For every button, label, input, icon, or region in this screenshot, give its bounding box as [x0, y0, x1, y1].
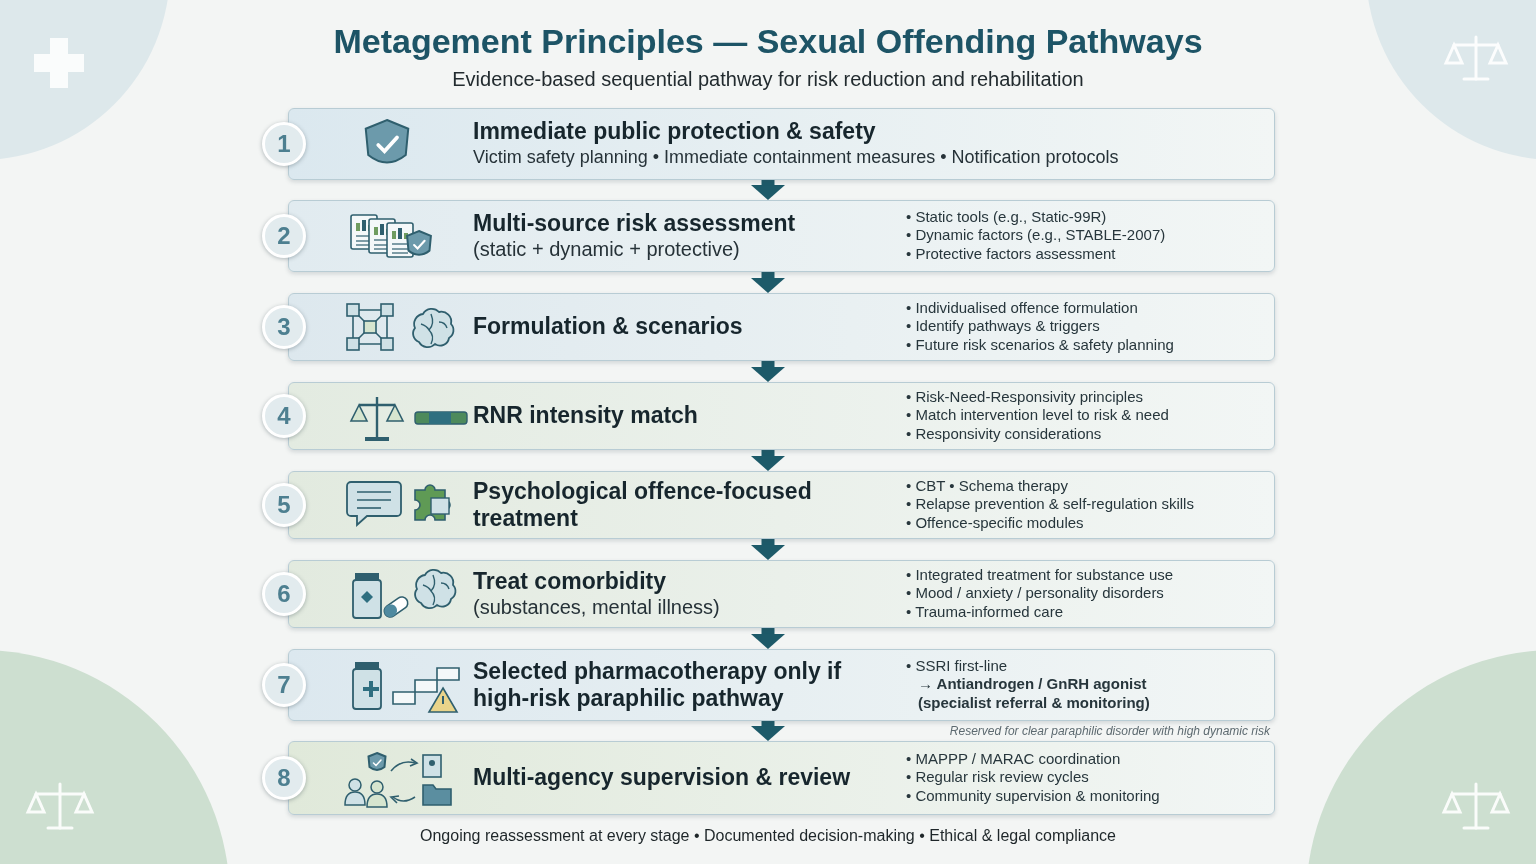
step-number-circle: 7 — [262, 663, 306, 707]
step-number-circle: 2 — [262, 214, 306, 258]
bullet-item: • Regular risk review cycles — [906, 768, 1160, 787]
callout-number: 1 — [277, 130, 290, 158]
flow-arrow — [762, 271, 775, 278]
stage-icon — [319, 650, 469, 722]
stage-band: Formulation & scenarios • Individualised … — [288, 293, 1275, 361]
flow-arrow — [762, 627, 775, 634]
stage-heading: Multi-source risk assessment — [473, 210, 892, 237]
stage-note: Reserved for clear paraphilic disorder w… — [950, 724, 1270, 738]
bullet-item: • Responsivity considerations — [906, 425, 1169, 444]
stage-heading: Formulation & scenarios — [473, 313, 892, 340]
stage-icon — [319, 201, 469, 273]
stage-heading: Treat comorbidity — [473, 568, 892, 595]
bullet-item: • Relapse prevention & self-regulation s… — [906, 495, 1194, 514]
bullet-item: • Match intervention level to risk & nee… — [906, 406, 1169, 425]
caption: Ongoing reassessment at every stage • Do… — [0, 827, 1536, 845]
callout-number: 5 — [277, 491, 290, 519]
bullet-item: • Identify pathways & triggers — [906, 317, 1174, 336]
bullet-item: (specialist referral & monitoring) — [906, 694, 1150, 713]
stage-icon — [319, 383, 469, 451]
stage-heading: Psychological offence-focused treatment — [473, 478, 892, 532]
stage-icon — [319, 109, 469, 181]
step-number-circle: 3 — [262, 305, 306, 349]
bullet-item: • Mood / anxiety / personality disorders — [906, 584, 1173, 603]
stage-icon — [319, 294, 469, 362]
stage-subheading: (static + dynamic + protective) — [473, 237, 892, 262]
stage-heading: Immediate public protection & safety — [473, 118, 1256, 145]
stage-band: Multi-agency supervision & review • MAPPP… — [288, 741, 1275, 815]
bullet-item: • Protective factors assessment — [906, 245, 1165, 264]
bullet-item: • SSRI first-line — [906, 657, 1150, 676]
bullet-item: • Community supervision & monitoring — [906, 787, 1160, 806]
stage-subheading: (substances, mental illness) — [473, 595, 892, 620]
bullet-item: • CBT • Schema therapy — [906, 477, 1194, 496]
stage-heading: RNR intensity match — [473, 402, 892, 429]
callout-number: 2 — [277, 222, 290, 250]
bullet-item: • Future risk scenarios & safety plannin… — [906, 336, 1174, 355]
step-number-circle: 4 — [262, 394, 306, 438]
callout-number: 4 — [277, 402, 290, 430]
flow-arrow — [762, 449, 775, 456]
callout-number: 7 — [277, 671, 290, 699]
callout-number: 3 — [277, 313, 290, 341]
bullet-item: • Offence-specific modules — [906, 514, 1194, 533]
stage-heading: Multi-agency supervision & review — [473, 764, 892, 791]
step-number-circle: 8 — [262, 756, 306, 800]
stage-band: Selected pharmacotherapy only if high-ri… — [288, 649, 1275, 721]
stage-band: Treat comorbidity(substances, mental ill… — [288, 560, 1275, 628]
bullet-item: • Risk-Need-Responsivity principles — [906, 388, 1169, 407]
bullet-item: • Trauma-informed care — [906, 603, 1173, 622]
bullet-item: → Antiandrogen / GnRH agonist — [906, 675, 1150, 694]
bullet-item: • MAPPP / MARAC coordination — [906, 750, 1160, 769]
stage-band: Multi-source risk assessment(static + dy… — [288, 200, 1275, 272]
title: Metagement Principles — Sexual Offending… — [0, 22, 1536, 61]
step-number-circle: 6 — [262, 572, 306, 616]
bullet-item: • Dynamic factors (e.g., STABLE-2007) — [906, 226, 1165, 245]
step-number-circle: 1 — [262, 122, 306, 166]
stage-heading: Selected pharmacotherapy only if high-ri… — [473, 658, 892, 712]
stage-icon — [319, 561, 469, 629]
flow-arrow — [762, 360, 775, 367]
stage-subheading: Victim safety planning • Immediate conta… — [473, 145, 1256, 170]
callout-number: 6 — [277, 580, 290, 608]
subtitle: Evidence-based sequential pathway for ri… — [0, 68, 1536, 91]
bullet-item: • Static tools (e.g., Static-99R) — [906, 208, 1165, 227]
step-number-circle: 5 — [262, 483, 306, 527]
bullet-item: • Individualised offence formulation — [906, 299, 1174, 318]
stage-band: RNR intensity match • Risk-Need-Responsiv… — [288, 382, 1275, 450]
callout-number: 8 — [277, 764, 290, 792]
flow-arrow — [762, 538, 775, 545]
bullet-item: • Integrated treatment for substance use — [906, 566, 1173, 585]
stage-icon — [319, 742, 469, 816]
stage-band: Psychological offence-focused treatment •… — [288, 471, 1275, 539]
stage-band: Immediate public protection & safetyVict… — [288, 108, 1275, 180]
stage-icon — [319, 472, 469, 540]
